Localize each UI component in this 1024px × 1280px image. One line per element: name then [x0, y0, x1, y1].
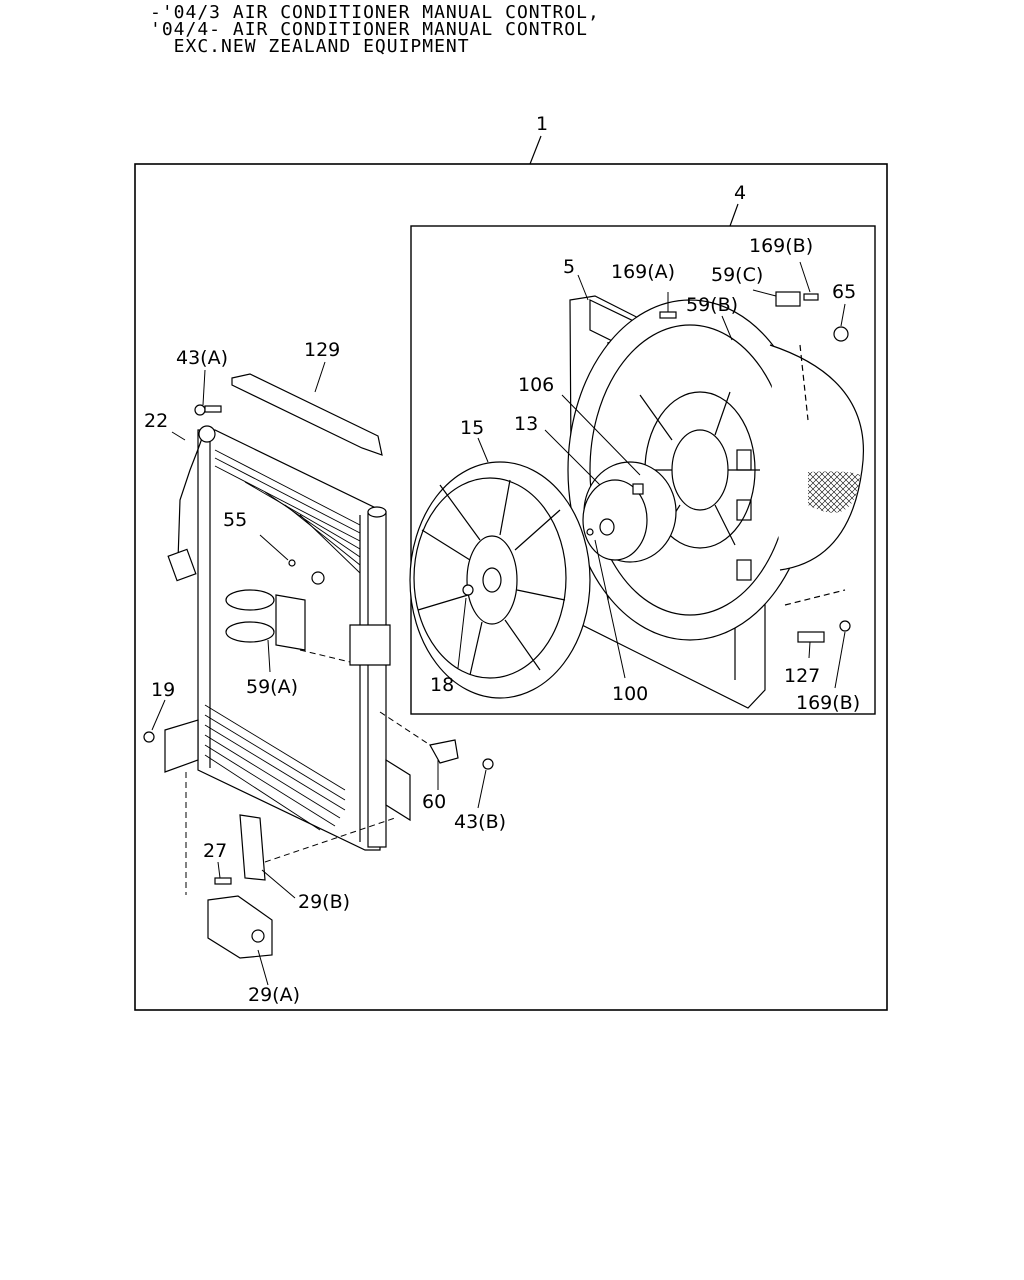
header-line-1: -'04/3 AIR CONDITIONER MANUAL CONTROL, — [150, 2, 600, 23]
condenser-hardware — [143, 404, 494, 959]
label-29a: 29(A) — [248, 984, 300, 1006]
label-129: 129 — [304, 339, 340, 361]
bracket-29b-icon — [239, 814, 266, 881]
bolt-27-icon — [214, 877, 232, 885]
label-15: 15 — [460, 417, 484, 439]
label-22: 22 — [144, 410, 168, 432]
label-19: 19 — [151, 679, 175, 701]
label-59c: 59(C) — [711, 264, 763, 286]
fan-blade — [409, 461, 591, 699]
label-169b-top: 169(B) — [749, 235, 813, 257]
clip-60-icon — [429, 739, 459, 764]
label-59a: 59(A) — [246, 676, 298, 698]
bracket-29a-icon — [207, 895, 273, 959]
condenser — [167, 373, 411, 851]
bolt-43a-icon — [194, 404, 206, 416]
label-1: 1 — [536, 113, 548, 135]
label-100: 100 — [612, 683, 648, 705]
fan-hardware — [659, 291, 851, 643]
label-169b-bottom: 169(B) — [796, 692, 860, 714]
bolt-65-icon — [833, 326, 849, 342]
label-43a: 43(A) — [176, 347, 228, 369]
header-line-2: '04/4- AIR CONDITIONER MANUAL CONTROL — [150, 19, 588, 40]
label-13: 13 — [514, 413, 538, 435]
fan-assembly-frame — [410, 225, 876, 715]
label-55: 55 — [223, 509, 247, 531]
bolt-169a-icon — [659, 311, 677, 319]
fan-motor — [582, 461, 677, 563]
label-43b: 43(B) — [454, 811, 506, 833]
label-65: 65 — [832, 281, 856, 303]
header-line-3: EXC.NEW ZEALAND EQUIPMENT — [150, 36, 470, 57]
label-106: 106 — [518, 374, 554, 396]
label-60: 60 — [422, 791, 446, 813]
label-4: 4 — [734, 182, 746, 204]
label-29b: 29(B) — [298, 891, 350, 913]
header-text: -'04/3 AIR CONDITIONER MANUAL CONTROL,'0… — [150, 2, 600, 57]
bracket-left-icon — [164, 719, 199, 773]
bolt-169b-bottom-icon — [839, 620, 851, 632]
assembly-frame — [134, 163, 888, 1011]
label-27: 27 — [203, 840, 227, 862]
washer-19-icon — [143, 731, 155, 743]
label-59b: 59(B) — [686, 294, 738, 316]
bolt-169b-top-icon — [803, 293, 819, 301]
clip-59c-icon — [775, 291, 801, 307]
label-5: 5 — [563, 256, 575, 278]
bracket-127-icon — [797, 631, 825, 643]
rear-mesh-cover — [769, 344, 864, 606]
bolt-43b-icon — [482, 758, 494, 770]
label-127: 127 — [784, 665, 820, 687]
label-169a: 169(A) — [611, 261, 675, 283]
label-18: 18 — [430, 674, 454, 696]
